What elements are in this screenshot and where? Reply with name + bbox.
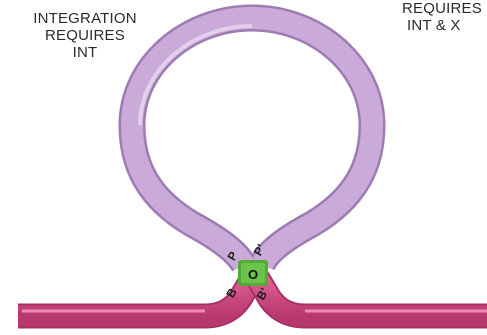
core-site-o: O: [238, 260, 268, 286]
excision-caption: REQUIRES INT & X: [402, 0, 487, 34]
phage-dna-loop: [132, 18, 372, 265]
excision-caption-line-1: REQUIRES: [402, 0, 487, 17]
excision-caption-line-2: INT & X: [402, 17, 487, 34]
integration-caption: INTEGRATION REQUIRES INT: [10, 10, 160, 61]
integration-caption-line-1: INTEGRATION: [10, 10, 160, 27]
core-label: O: [248, 267, 258, 282]
integration-caption-line-3: INT: [10, 44, 160, 61]
integration-caption-line-2: REQUIRES: [10, 27, 160, 44]
